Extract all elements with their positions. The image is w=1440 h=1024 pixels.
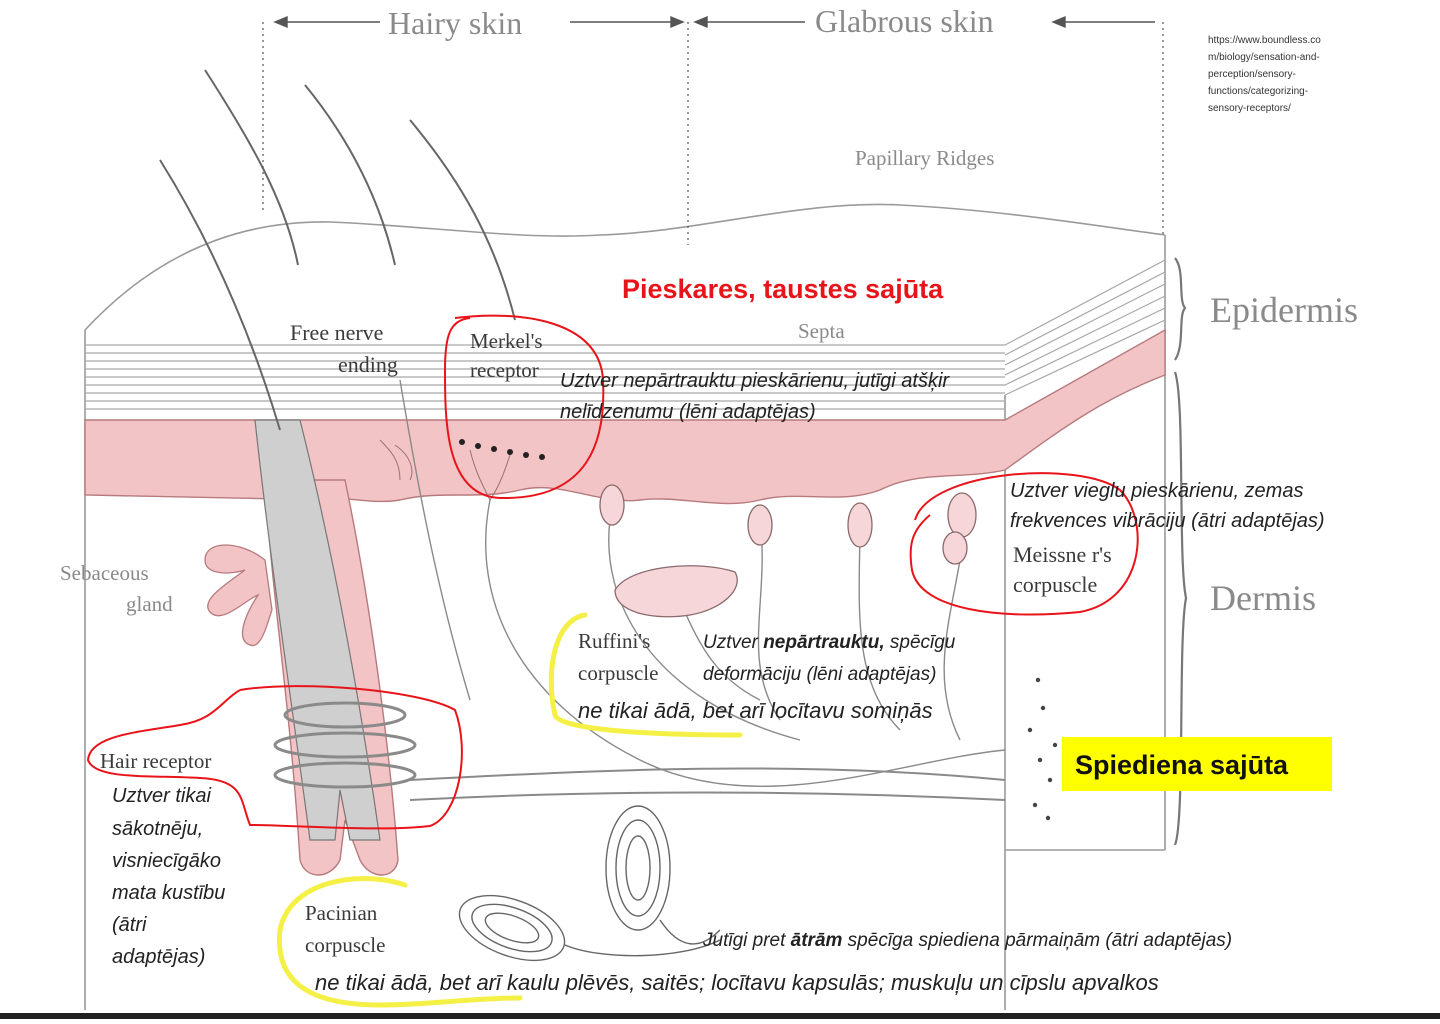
sebaceous-label-2: gland: [126, 592, 173, 616]
free-nerve-label-2: ending: [338, 352, 398, 377]
merkel-label-2: receptor: [470, 358, 539, 382]
merkel-desc-2: nelīdzenumu (lēni adaptējas): [560, 401, 816, 423]
meissner-desc-1: Uztver vieglu pieskārienu, zemas: [1010, 480, 1303, 502]
source-url-line-5: sensory-receptors/: [1208, 103, 1291, 114]
pacinian-desc-post: spēcīga spiediena pārmaiņām (ātri adaptē…: [842, 930, 1232, 951]
free-nerve-label-1: Free nerve: [290, 320, 383, 345]
pressure-dots: [1028, 678, 1057, 820]
pacinian-desc-bold: ātrām: [791, 930, 843, 951]
hair-desc-4: mata kustību: [112, 882, 225, 904]
ruffini-corpuscle: [615, 566, 737, 617]
hair-desc-6: adaptējas): [112, 946, 205, 968]
papillary-ridges-label: Papillary Ridges: [855, 146, 994, 170]
ruffini-label-2: corpuscle: [578, 661, 658, 685]
source-url-line-4: functions/categorizing-: [1208, 86, 1308, 97]
pacinian-desc: Jutīgi pret ātrām spēcīga spiediena pārm…: [702, 930, 1232, 951]
ruffini-desc-post: spēcīgu: [885, 632, 956, 653]
ruffini-desc-bold: nepārtrauktu,: [763, 632, 884, 653]
ruffini-desc-1: Uztver nepārtrauktu, spēcīgu: [703, 632, 956, 653]
meissner-desc-2: frekvences vibrāciju (ātri adaptējas): [1010, 510, 1325, 532]
hair-desc-3: visniecīgāko: [112, 850, 221, 872]
epidermis-label: Epidermis: [1210, 290, 1358, 330]
source-url-line-1: https://www.boundless.co: [1208, 35, 1321, 46]
bottom-border: [0, 1013, 1440, 1019]
pacinian-desc-pre: Jutīgi pret: [702, 930, 791, 951]
ruffini-extra: ne tikai ādā, bet arī locītavu somiņās: [578, 698, 933, 723]
sebaceous-gland: [205, 545, 272, 646]
pacinian-extra: ne tikai ādā, bet arī kaulu plēvēs, sait…: [315, 970, 1159, 995]
hairy-skin-label: Hairy skin: [388, 5, 522, 41]
meissner-label-2: corpuscle: [1013, 572, 1097, 597]
meissner-label-1: Meissne r's: [1013, 542, 1112, 567]
pacinian-label-2: corpuscle: [305, 933, 385, 957]
ruffini-desc-2: deformāciju (lēni adaptējas): [703, 664, 936, 685]
glabrous-skin-label: Glabrous skin: [815, 3, 994, 39]
pacinian-corpuscles: [451, 806, 720, 973]
hair-desc-2: sākotnēju,: [112, 818, 203, 840]
ruffini-label-1: Ruffini's: [578, 629, 650, 653]
source-url-line-2: m/biology/sensation-and-: [1208, 52, 1320, 63]
source-url-line-3: perception/sensory-: [1208, 69, 1296, 80]
touch-title: Pieskares, taustes sajūta: [622, 274, 944, 304]
merkel-label-1: Merkel's: [470, 329, 543, 353]
ruffini-desc-pre: Uztver: [703, 632, 763, 653]
hair-receptor-label: Hair receptor: [100, 749, 211, 773]
hair-desc-5: (ātri: [112, 914, 147, 936]
pressure-label: Spiediena sajūta: [1075, 750, 1289, 780]
pacinian-label-1: Pacinian: [305, 901, 378, 925]
hair-desc-1: Uztver tikai: [112, 785, 211, 807]
sebaceous-label-1: Sebaceous: [60, 561, 149, 585]
septa-label: Septa: [798, 319, 845, 343]
merkel-desc-1: Uztver nepārtrauktu pieskārienu, jutīgi …: [560, 370, 950, 392]
dermis-label: Dermis: [1210, 578, 1316, 618]
header-guides: [263, 22, 1163, 245]
